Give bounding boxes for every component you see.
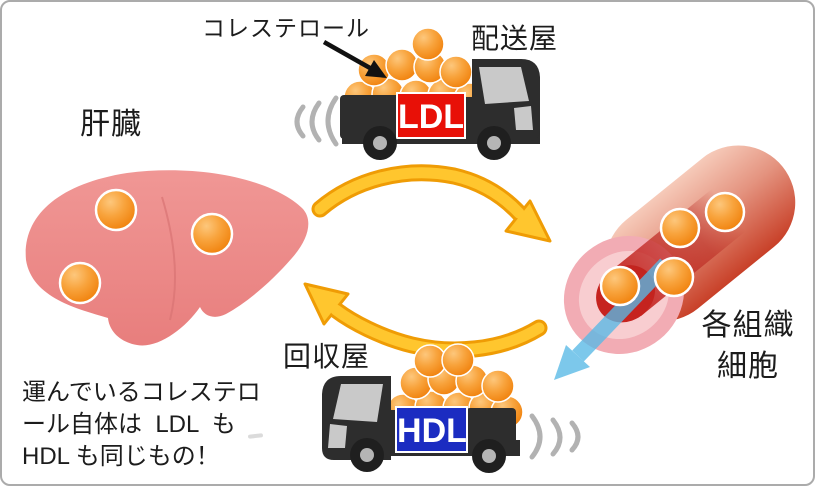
truck-window (479, 67, 529, 104)
cholesterol-ball (58, 261, 102, 305)
truck-door-window (328, 424, 347, 448)
hdl-sign (395, 406, 468, 453)
liver-label: 肝臓 (80, 108, 142, 141)
tissue-label-line2: 細胞 (717, 350, 779, 383)
top-flow-arrow (311, 164, 552, 243)
bottom-flow-arrow (303, 282, 548, 359)
footnote: 運んでいるコレステロ ール自体は LDL も HDL も同じもの！ (22, 377, 261, 473)
ldl-truck: LDL (340, 27, 540, 160)
cholesterol-pointer-arrow (322, 40, 387, 78)
liver-illustration (25, 170, 309, 346)
footnote-line1: 運んでいるコレステロ (22, 379, 261, 406)
footnote-line2: ール自体は LDL も (22, 411, 236, 438)
sound-waves-ldl (294, 95, 339, 147)
delivery-shop-label: 配送屋 (471, 23, 559, 54)
footnote-line3: HDL も同じもの！ (22, 443, 220, 470)
truck-wheel-hub (360, 448, 374, 462)
tissue-cells-label: 各組織 細胞 (690, 305, 806, 387)
cholesterol-ball (94, 188, 138, 232)
cholesterol-ball (599, 265, 641, 307)
cholesterol-ball (704, 191, 746, 233)
truck-wheel-hub (373, 136, 387, 150)
truck-door-window (514, 106, 533, 130)
hdl-truck: HDL (322, 343, 524, 473)
liver-shape (25, 170, 309, 346)
truck-wheel-hub (487, 136, 501, 150)
truck-window (333, 384, 383, 422)
blue-diffusion-arrow (554, 258, 672, 380)
truck-wheel-hub (482, 449, 496, 463)
hdl-sign-label: HDL (397, 412, 467, 450)
ldl-sign-label: LDL (398, 98, 464, 136)
sound-waves-hdl (529, 413, 581, 460)
ldl-sign (396, 92, 466, 139)
cholesterol-ball (659, 207, 701, 249)
collector-shop-label: 回収屋 (283, 341, 371, 372)
tissue-label-line1: 各組織 (701, 309, 795, 342)
blood-vessel (554, 145, 796, 380)
cholesterol-ball (653, 256, 695, 298)
cholesterol-ball (190, 212, 234, 256)
cholesterol-label: コレステロール (202, 15, 370, 41)
liver-lobe-divider (161, 196, 177, 321)
truck-bed-panel (466, 408, 516, 446)
